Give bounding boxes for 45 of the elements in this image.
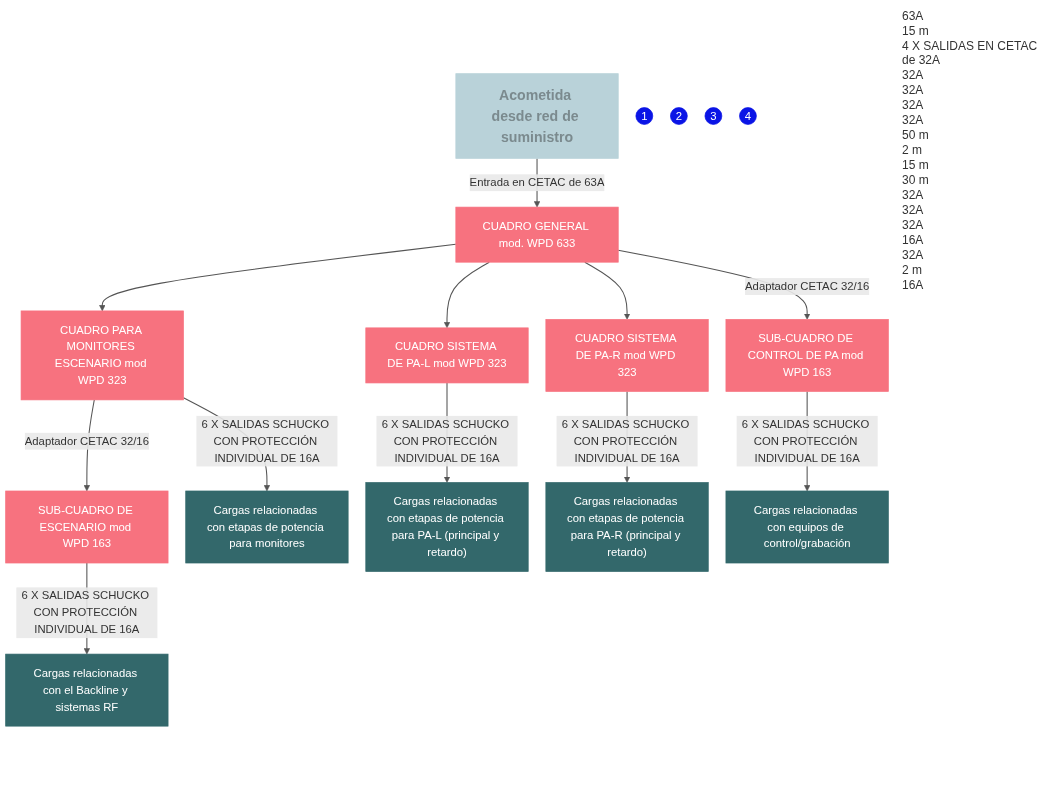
edge-label: 6 X SALIDAS SCHUCKO CON PROTECCIÓN INDIVIDUAL DE 16A: [21, 589, 150, 636]
edge-label: 6 X SALIDAS SCHUCKO CON PROTECCIÓN INDIVIDUAL DE 16A: [201, 418, 330, 464]
node-box: CUADRO GENERAL mod. WPD 633: [455, 206, 619, 263]
node-circle: 2: [670, 107, 688, 125]
rating-label: 15 m: [902, 24, 930, 38]
rating-label: 32A: [902, 83, 925, 97]
rating-label: 32A: [902, 188, 925, 202]
node-box: SUB-CUADRO DE CONTROL DE PA mod WPD 163: [725, 319, 889, 392]
rating-label: 2 m: [902, 143, 923, 157]
rating-label: 32A: [902, 113, 925, 127]
rating-label: 2 m: [902, 263, 923, 277]
rating-label: 50 m: [902, 128, 930, 142]
edge-label: Adaptador CETAC 32/16: [24, 434, 149, 447]
rating-label: 63A: [902, 9, 925, 23]
node-box: Cargas relacionadas con etapas de potencia para PA-L (principal y retardo): [365, 482, 529, 572]
rating-label: 32A: [902, 218, 925, 232]
edge-label: Entrada en CETAC de 63A: [469, 176, 605, 189]
rating-label: 30 m: [902, 173, 930, 187]
rating-label: 32A: [902, 68, 925, 82]
node-box: Cargas relacionadas con etapas de potencia para PA-R (principal y retardo): [545, 482, 709, 572]
edge-label: Adaptador CETAC 32/16: [745, 280, 870, 293]
node-box: CUADRO SISTEMA DE PA-R mod WPD 323: [545, 319, 709, 392]
node-circle: 3: [704, 107, 723, 125]
arrow: [443, 261, 490, 329]
rating-label: 16A: [902, 278, 925, 292]
node-box: Cargas relacionadas con equipos de control/grabación: [725, 490, 889, 564]
arrow: [584, 261, 631, 320]
node-box: CUADRO PARA MONITORES ESCENARIO mod WPD 323: [20, 310, 184, 401]
node-circle: 4: [739, 107, 757, 125]
edge-label: 6 X SALIDAS SCHUCKO CON PROTECCIÓN INDIVIDUAL DE 16A: [561, 418, 690, 464]
node-box: Cargas relacionadas con el Backline y sistemas RF: [5, 653, 169, 727]
rating-label: 32A: [902, 248, 925, 262]
rating-label: 32A: [902, 98, 925, 112]
rating-label: 32A: [902, 203, 925, 217]
rating-label: 4 X SALIDAS EN CETAC de 32A: [902, 39, 1039, 67]
rating-label: 15 m: [902, 158, 930, 172]
node-box: SUB-CUADRO DE ESCENARIO mod WPD 163: [5, 490, 169, 564]
edge-label: 6 X SALIDAS SCHUCKO CON PROTECCIÓN INDIVIDUAL DE 16A: [741, 418, 870, 464]
node-box: Acometida desde red de suministro: [455, 73, 619, 159]
node-box: CUADRO SISTEMA DE PA-L mod WPD 323: [365, 327, 529, 384]
arrow: [99, 243, 457, 312]
node-circle: 1: [635, 107, 654, 125]
node-box: Cargas relacionadas con etapas de potencia para monitores: [185, 490, 349, 564]
rating-label: 16A: [902, 233, 925, 247]
edge-label: 6 X SALIDAS SCHUCKO CON PROTECCIÓN INDIVIDUAL DE 16A: [381, 418, 510, 464]
